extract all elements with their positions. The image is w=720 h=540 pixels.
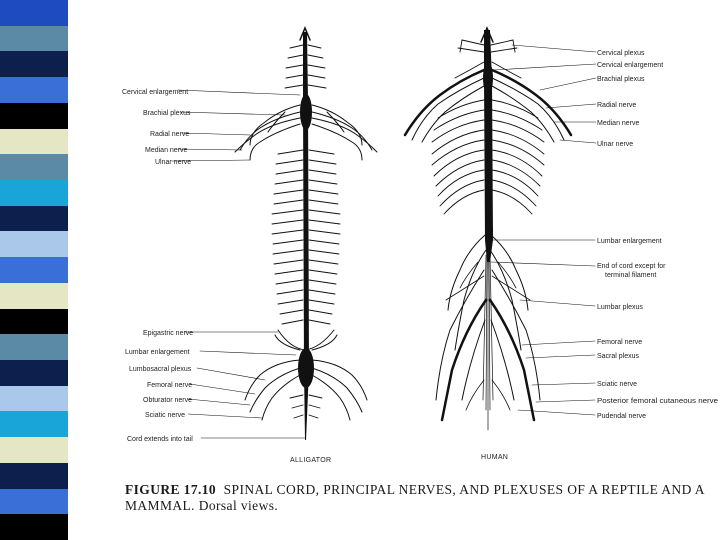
sidebar-square (0, 257, 68, 283)
alligator-cervical-enlargement (300, 94, 312, 130)
label-human-femoral-nerve: Femoral nerve (597, 339, 642, 346)
label-human-ulnar-nerve: Ulnar nerve (597, 141, 633, 148)
sidebar-square (0, 129, 68, 155)
sidebar-square (0, 103, 68, 129)
label-human-lumbar-plexus: Lumbar plexus (597, 304, 643, 311)
caption-line-2: MAMMAL. Dorsal views. (125, 498, 720, 514)
caption-title: SPINAL CORD, PRINCIPAL NERVES, AND PLEXU… (224, 482, 705, 497)
label-human-end-of-cord: End of cord except for (597, 263, 666, 270)
sidebar-square (0, 180, 68, 206)
label-human-cervical-enlargement: Cervical enlargement (597, 62, 663, 69)
label-alligator-epigastric-nerve: Epigastric nerve (143, 330, 193, 337)
label-human-brachial-plexus: Brachial plexus (597, 76, 645, 83)
label-alligator-sciatic-nerve: Sciatic nerve (145, 412, 185, 419)
figure-caption: FIGURE 17.10 SPINAL CORD, PRINCIPAL NERV… (125, 482, 720, 514)
sidebar-square (0, 0, 68, 26)
caption-line-1: FIGURE 17.10 SPINAL CORD, PRINCIPAL NERV… (125, 482, 720, 498)
sidebar-square (0, 154, 68, 180)
sidebar-decoration (0, 0, 68, 540)
sidebar-square (0, 51, 68, 77)
sidebar-square (0, 463, 68, 489)
sidebar-square (0, 206, 68, 232)
label-alligator-femoral-nerve: Femoral nerve (147, 382, 192, 389)
caption-figure-number: FIGURE 17.10 (125, 482, 216, 497)
sidebar-square (0, 386, 68, 412)
label-human-cervical-plexus: Cervical plexus (597, 50, 645, 57)
sidebar-square (0, 360, 68, 386)
human-cauda-equina (483, 255, 493, 430)
sidebar-square (0, 334, 68, 360)
sidebar-square (0, 411, 68, 437)
sidebar-square (0, 309, 68, 335)
label-alligator-brachial-plexus: Brachial plexus (143, 110, 191, 117)
label-human-radial-nerve: Radial nerve (597, 102, 636, 109)
alligator-diagram (172, 28, 377, 440)
label-human-median-nerve: Median nerve (597, 120, 640, 127)
label-alligator-radial-nerve: Radial nerve (150, 131, 189, 138)
label-human-terminal-filament: terminal filament (605, 272, 656, 279)
spinal-cord-figure: Cervical enlargement Brachial plexus Rad… (100, 0, 720, 475)
human-lumbar-enlargement (485, 218, 493, 246)
sidebar-square (0, 26, 68, 52)
label-human-posterior-femoral-cutaneous-nerve: Posterior femoral cutaneous nerve (597, 398, 718, 405)
label-alligator-cord-into-tail: Cord extends into tail (127, 436, 193, 443)
label-human-sacral-plexus: Sacral plexus (597, 353, 640, 360)
alligator-title: ALLIGATOR (290, 457, 331, 464)
human-diagram (405, 28, 596, 430)
sidebar-square (0, 489, 68, 515)
label-alligator-cervical-enlargement: Cervical enlargement (122, 89, 188, 96)
label-human-sciatic-nerve: Sciatic nerve (597, 381, 637, 388)
label-alligator-lumbar-enlargement: Lumbar enlargement (125, 349, 190, 356)
label-human-lumbar-enlargement: Lumbar enlargement (597, 238, 662, 245)
label-alligator-lumbosacral-plexus: Lumbosacral plexus (129, 366, 192, 373)
sidebar-square (0, 283, 68, 309)
label-human-pudendal-nerve: Pudendal nerve (597, 413, 646, 420)
human-labels: Cervical plexus Cervical enlargement Bra… (481, 50, 718, 461)
sidebar-square (0, 437, 68, 463)
sidebar-square (0, 514, 68, 540)
label-alligator-ulnar-nerve: Ulnar nerve (155, 159, 191, 166)
sidebar-square (0, 231, 68, 257)
human-title: HUMAN (481, 454, 508, 461)
label-alligator-obturator-nerve: Obturator nerve (143, 397, 192, 404)
alligator-labels: Cervical enlargement Brachial plexus Rad… (122, 89, 331, 464)
label-alligator-median-nerve: Median nerve (145, 147, 188, 154)
sidebar-square (0, 77, 68, 103)
